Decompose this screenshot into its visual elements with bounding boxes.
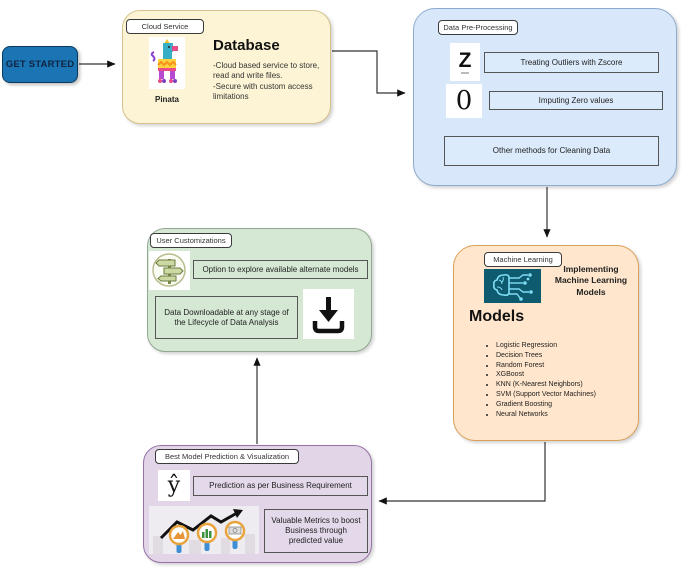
database-desc-line1: -Cloud based service to store, read and … [213, 61, 320, 81]
model-item: Random Forest [496, 361, 596, 371]
ml-subtitle: Implementing Machine Learning Models [554, 264, 628, 297]
brain-circuit-icon [484, 269, 541, 303]
other-cleaning-box: Other methods for Cleaning Data [444, 136, 659, 166]
model-item: KNN (K-Nearest Neighbors) [496, 380, 596, 390]
zscore-glyph: Z [458, 49, 472, 72]
model-item: Neural Networks [496, 410, 596, 420]
model-item: Gradient Boosting [496, 400, 596, 410]
y-hat-glyph: ŷ [167, 472, 181, 498]
machine-learning-tag: Machine Learning [484, 252, 562, 267]
imputing-zero-box: Imputing Zero values [489, 91, 663, 110]
prediction-tag: Best Model Prediction & Visualization [155, 449, 299, 464]
model-item: SVM (Support Vector Machines) [496, 390, 596, 400]
y-hat-icon: ŷ [158, 470, 190, 501]
zero-icon: 0 [446, 84, 482, 118]
zscore-icon: Z [450, 43, 480, 81]
data-preprocessing-tag: Data Pre-Processing [438, 20, 518, 35]
user-customizations-node: User Customizations Option to explore av… [147, 228, 372, 352]
data-preprocessing-node: Data Pre-Processing Z Treating Outliers … [413, 8, 677, 186]
signpost-icon [149, 251, 190, 290]
models-list: Logistic Regression Decision Trees Rando… [484, 341, 596, 419]
valuable-metrics-box: Valuable Metrics to boost Business throu… [264, 509, 368, 553]
cloud-service-tag: Cloud Service [126, 19, 204, 34]
machine-learning-node: Machine Learning Implementing Machine Le… [453, 245, 639, 441]
arrow-ml-to-predict [378, 442, 546, 505]
metrics-chart-icon [149, 506, 259, 554]
pinata-caption: Pinata [154, 95, 179, 104]
prediction-requirement-box: Prediction as per Business Requirement [193, 476, 368, 496]
treating-outliers-box: Treating Outliers with Zscore [484, 52, 659, 73]
model-item: XGBoost [496, 370, 596, 380]
arrow-cloud-to-prep [332, 50, 406, 97]
cloud-service-node: Cloud Service Pinata Database - [122, 10, 331, 124]
database-desc-line2: -Secure with custom access limitations [213, 81, 313, 102]
data-downloadable-box: Data Downloadable at any stage of the Li… [155, 296, 298, 339]
user-customizations-tag: User Customizations [150, 233, 232, 248]
model-item: Logistic Regression [496, 341, 596, 351]
pinata-llama-icon [149, 37, 185, 89]
alternate-models-box: Option to explore available alternate mo… [193, 260, 368, 279]
database-title: Database [213, 37, 280, 54]
database-description: -Cloud based service to store, read and … [213, 61, 331, 103]
models-title: Models [469, 308, 525, 325]
zero-glyph: 0 [455, 86, 473, 116]
prediction-visualization-node: Best Model Prediction & Visualization ŷ … [143, 445, 372, 563]
model-item: Decision Trees [496, 351, 596, 361]
download-icon [303, 289, 354, 339]
get-started-button[interactable]: GET STARTED [2, 46, 78, 83]
